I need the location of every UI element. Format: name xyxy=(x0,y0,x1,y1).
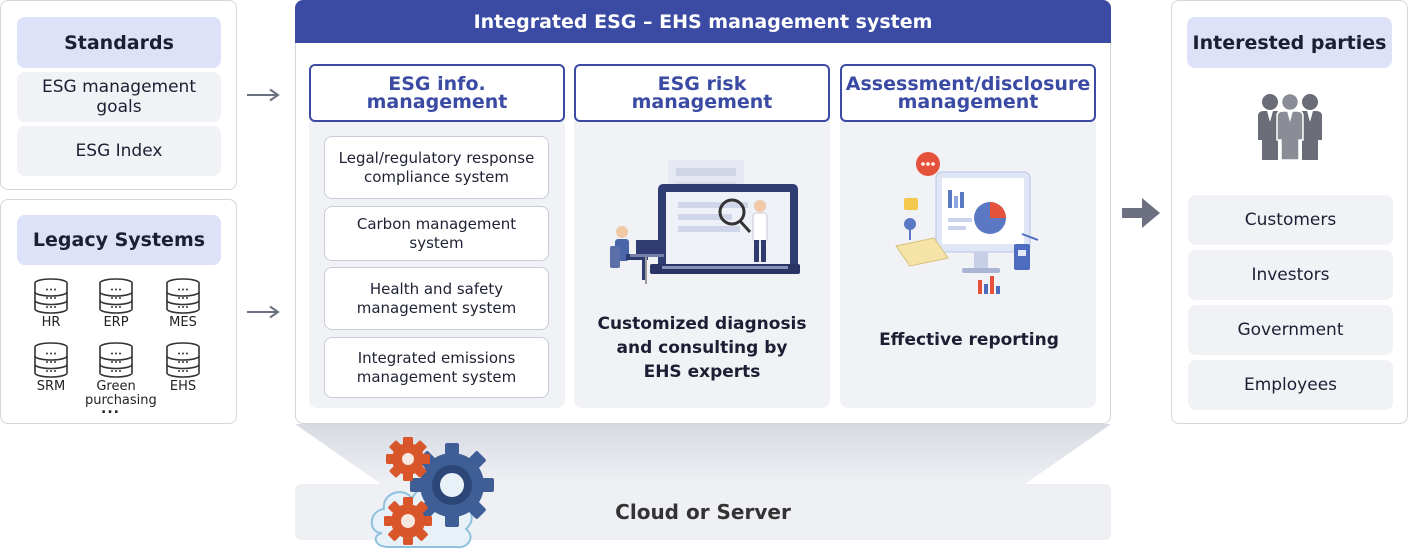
legacy-system-label: Green purchasing xyxy=(85,379,157,408)
column-caption-consulting: Customized diagnosis and consulting by E… xyxy=(597,314,807,382)
interested-parties-panel: Interested parties Customers Investors G… xyxy=(1171,0,1408,424)
legacy-system-srm: SRM xyxy=(21,342,81,394)
standards-panel: Standards ESG management goals ESG Index xyxy=(0,0,237,190)
legacy-systems-title: Legacy Systems xyxy=(17,215,221,265)
legacy-system-label: SRM xyxy=(36,379,66,394)
column-caption-reporting: Effective reporting xyxy=(879,330,1059,350)
system-item-legal-compliance: Legal/regulatory response compliance sys… xyxy=(324,136,549,199)
consulting-illustration xyxy=(610,160,800,284)
database-icon xyxy=(166,278,200,314)
gears-cloud-illustration xyxy=(370,437,494,549)
legacy-systems-panel: Legacy Systems HR ERP MES SRM Green purc… xyxy=(0,199,237,424)
legacy-system-label: ERP xyxy=(103,315,129,330)
legacy-system-mes: MES xyxy=(153,278,213,330)
party-item-investors: Investors xyxy=(1188,250,1393,300)
arrow-right-icon xyxy=(247,305,280,319)
people-group-icon xyxy=(1258,92,1322,161)
legacy-system-label: EHS xyxy=(169,379,197,394)
legacy-system-green-purchasing: Green purchasing xyxy=(81,342,157,408)
database-icon xyxy=(34,342,68,378)
party-item-government: Government xyxy=(1188,305,1393,355)
legacy-system-erp: ERP xyxy=(86,278,146,330)
standards-item-goals: ESG management goals xyxy=(17,72,221,122)
column-heading-esg-info: ESG info. management xyxy=(309,64,565,122)
party-item-employees: Employees xyxy=(1188,360,1393,410)
standards-item-index: ESG Index xyxy=(17,126,221,176)
column-heading-assessment: Assessment/disclosure management xyxy=(840,64,1096,122)
system-item-emissions: Integrated emissions management system xyxy=(324,337,549,398)
legacy-system-label: MES xyxy=(169,315,197,330)
database-icon xyxy=(34,278,68,314)
database-icon xyxy=(166,342,200,378)
system-item-health-safety: Health and safety management system xyxy=(324,267,549,330)
base-connector xyxy=(295,424,1111,484)
legacy-more-ellipsis: ... xyxy=(101,401,120,417)
legacy-system-ehs: EHS xyxy=(153,342,213,394)
column-heading-esg-risk: ESG risk management xyxy=(574,64,830,122)
legacy-systems-grid: HR ERP MES SRM Green purchasing EHS xyxy=(15,276,221,418)
arrow-right-icon xyxy=(247,88,280,102)
system-item-carbon: Carbon management system xyxy=(324,206,549,261)
legacy-system-hr: HR xyxy=(21,278,81,330)
database-icon xyxy=(99,342,133,378)
database-icon xyxy=(99,278,133,314)
main-system-title: Integrated ESG – EHS management system xyxy=(295,0,1111,43)
legacy-system-label: HR xyxy=(41,315,61,330)
party-item-customers: Customers xyxy=(1188,195,1393,245)
arrow-right-bold-icon xyxy=(1122,198,1160,228)
interested-parties-title: Interested parties xyxy=(1187,17,1392,68)
reporting-illustration xyxy=(895,152,1039,294)
standards-title: Standards xyxy=(17,17,221,68)
